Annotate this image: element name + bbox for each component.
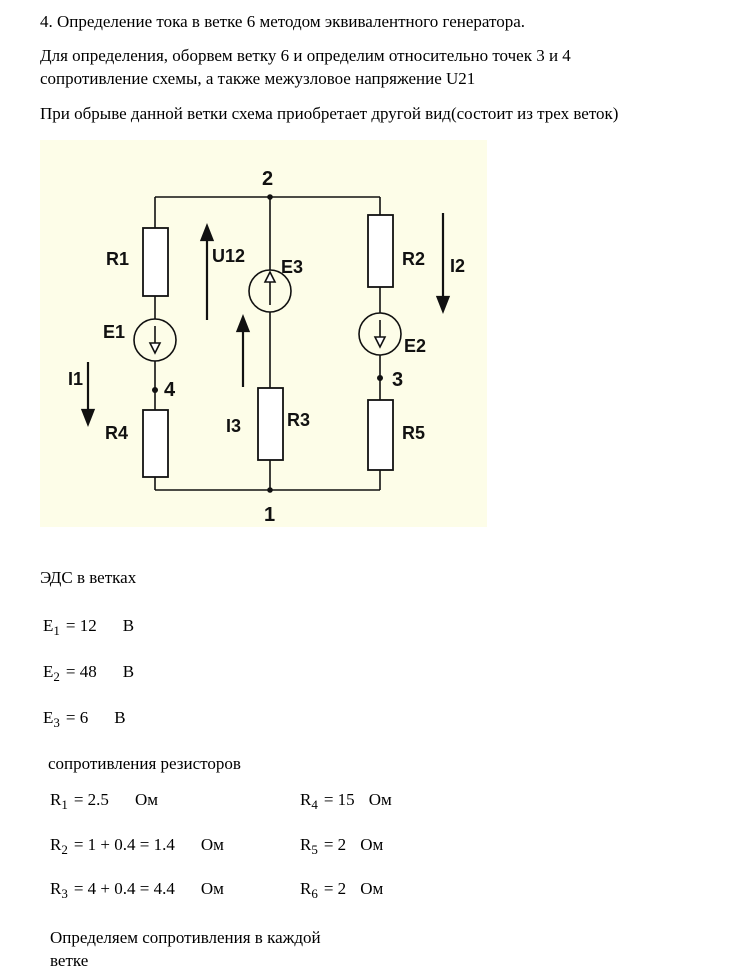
equation-variable: R	[300, 879, 312, 898]
equation-subscript: 2	[53, 669, 60, 684]
resistor-r5-label: R5	[402, 423, 425, 443]
i1-arrowhead-down-icon	[80, 408, 96, 428]
equation-subscript: 3	[53, 715, 60, 730]
equation-e1: E1 = 12 В	[43, 616, 135, 638]
equation-expression: = 6	[65, 708, 89, 727]
equation-expression: = 1 + 0.4 = 1.4	[73, 835, 175, 854]
equation-expression: = 15	[323, 790, 355, 809]
footer-text: Определяем сопротивления в каждой ветке	[50, 928, 321, 971]
equation-variable: R	[50, 879, 62, 898]
node-3-dot	[377, 375, 383, 381]
equation-expression: = 2	[323, 835, 347, 854]
equation-r3: R3 = 4 + 0.4 = 4.4 Ом	[50, 879, 224, 901]
equation-subscript: 4	[311, 797, 318, 812]
resistor-r5-box	[367, 399, 394, 471]
node-1-label: 1	[264, 504, 275, 526]
resistor-boxes	[142, 214, 394, 478]
equation-unit: Ом	[368, 790, 392, 809]
equation-unit: В	[122, 616, 135, 635]
direction-arrows	[80, 213, 451, 428]
emf-e2-circle	[358, 312, 402, 356]
paragraph-intro: Для определения, оборвем ветку 6 и опред…	[40, 46, 571, 89]
emf-e3-circle	[248, 269, 292, 313]
equation-expression: = 4 + 0.4 = 4.4	[73, 879, 175, 898]
diagram-background	[40, 140, 487, 527]
resistor-r4-box	[142, 409, 169, 478]
node-dots	[152, 194, 383, 493]
equation-variable: E	[43, 708, 54, 727]
resistor-r1-label: R1	[106, 249, 129, 269]
current-i3-label: I3	[226, 416, 241, 436]
i2-arrowhead-down-icon	[435, 295, 451, 315]
paragraph-break-note: При обрыве данной ветки схема приобретае…	[40, 104, 619, 123]
resistor-r1-box	[142, 227, 169, 297]
resistor-r4-label: R4	[105, 423, 128, 443]
node-3-label: 3	[392, 369, 403, 391]
resistor-r2-box	[367, 214, 394, 288]
equation-unit: Ом	[360, 835, 384, 854]
resistors-heading: сопротивления резисторов	[48, 754, 241, 773]
emf-e1-arrowhead-down	[148, 342, 162, 355]
equation-r2: R2 = 1 + 0.4 = 1.4 Ом	[50, 835, 224, 857]
current-i2-label: I2	[450, 256, 465, 276]
emf-e1-circle	[133, 318, 177, 362]
equation-r5: R5 = 2 Ом	[300, 835, 384, 857]
node-2-dot	[267, 194, 273, 200]
equation-unit: Ом	[134, 790, 158, 809]
resistor-r2-label: R2	[402, 249, 425, 269]
equation-variable: R	[300, 835, 312, 854]
i3-arrowhead-up-icon	[235, 313, 251, 333]
voltage-u12-label: U12	[212, 246, 245, 266]
equation-variable: R	[300, 790, 312, 809]
equation-e2: E2 = 48 В	[43, 662, 135, 684]
resistor-r3-label: R3	[287, 410, 310, 430]
equation-subscript: 3	[61, 886, 68, 901]
equation-unit: В	[122, 662, 135, 681]
node-4-label: 4	[164, 379, 176, 401]
equation-expression: = 2.5	[73, 790, 109, 809]
node-1-dot	[267, 487, 273, 493]
equation-r4: R4 = 15 Ом	[300, 790, 392, 812]
equation-e3: E3 = 6 В	[43, 708, 126, 730]
equation-unit: Ом	[360, 879, 384, 898]
equation-r1: R1 = 2.5 Ом	[50, 790, 158, 812]
equation-subscript: 2	[61, 842, 68, 857]
equation-subscript: 6	[311, 886, 318, 901]
emf-sources	[133, 269, 402, 362]
emf-e2-label: E2	[404, 336, 426, 356]
equation-variable: E	[43, 616, 54, 635]
equation-unit: Ом	[200, 879, 224, 898]
emf-heading: ЭДС в ветках	[40, 568, 137, 587]
equation-subscript: 1	[61, 797, 68, 812]
emf-e3-arrowhead-up	[263, 270, 277, 283]
u12-arrowhead-up-icon	[199, 222, 215, 242]
equation-variable: R	[50, 790, 62, 809]
equation-subscript: 5	[311, 842, 318, 857]
emf-e1-label: E1	[103, 322, 125, 342]
equation-expression: = 48	[65, 662, 97, 681]
node-2-label: 2	[262, 168, 273, 190]
resistor-r3-box	[257, 387, 284, 461]
equation-expression: = 2	[323, 879, 347, 898]
equation-variable: R	[50, 835, 62, 854]
equation-unit: В	[114, 708, 126, 727]
emf-e3-label: E3	[281, 257, 303, 277]
equation-expression: = 12	[65, 616, 97, 635]
equation-subscript: 1	[53, 623, 60, 638]
emf-e2-arrowhead-down	[373, 336, 387, 349]
equation-r6: R6 = 2 Ом	[300, 879, 384, 901]
circuit-svg: 2 1 3 4 R1 E1 R4 I1 U12 E3 I3 R3 R2 I2 E…	[40, 140, 487, 527]
equation-unit: Ом	[200, 835, 224, 854]
section-title: 4. Определение тока в ветке 6 методом эк…	[40, 12, 525, 31]
circuit-diagram: 2 1 3 4 R1 E1 R4 I1 U12 E3 I3 R3 R2 I2 E…	[40, 140, 487, 527]
current-i1-label: I1	[68, 369, 83, 389]
node-4-dot	[152, 387, 158, 393]
equation-variable: E	[43, 662, 54, 681]
